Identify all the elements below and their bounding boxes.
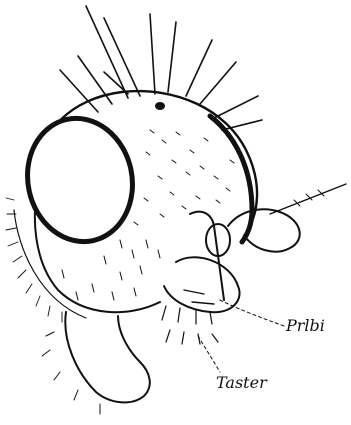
leader-lines	[198, 300, 284, 372]
ocellus	[155, 102, 165, 110]
head-bristles	[60, 6, 262, 130]
antenna	[206, 184, 346, 256]
taster-label: Taster	[216, 375, 267, 391]
neck-stalk	[42, 312, 150, 414]
palpus-label: Prlbi	[286, 318, 325, 334]
palp-bristles	[166, 330, 218, 344]
proboscis	[162, 212, 240, 324]
